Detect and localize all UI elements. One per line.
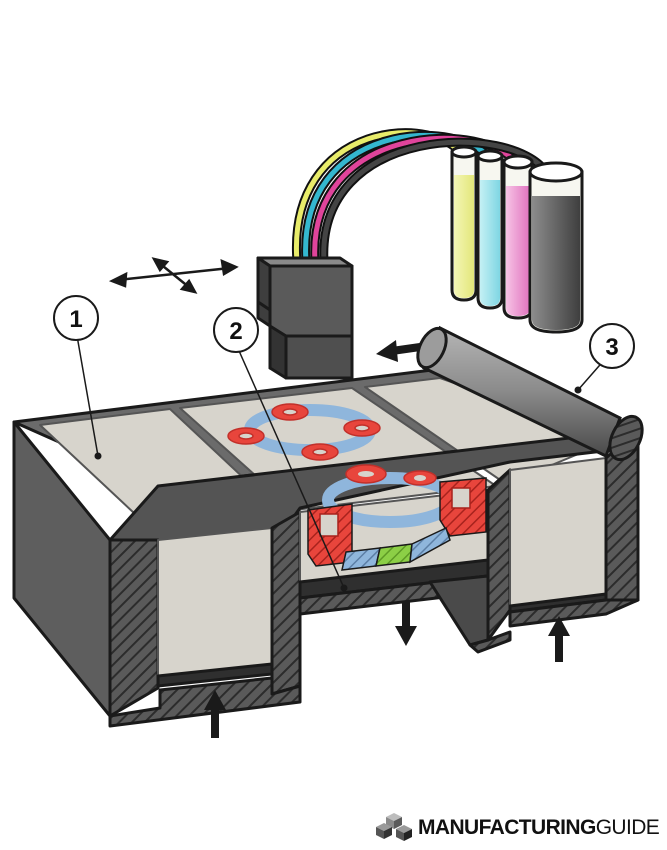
printed-part-in-build-chamber — [307, 464, 487, 571]
callout-1: 1 — [53, 295, 102, 460]
printed-part-top-layer — [227, 403, 381, 461]
callout-label-3: 3 — [605, 334, 618, 361]
feed-piston-right-up-arrow-icon — [548, 616, 570, 662]
callout-label-1: 1 — [69, 306, 82, 333]
cyan-ink-tank — [476, 149, 504, 310]
callout-2: 2 — [213, 307, 348, 592]
roller-direction-arrow-icon — [376, 340, 423, 362]
logo-text-bold: MANUFACTURING — [418, 816, 596, 839]
magenta-ink-tank — [502, 154, 534, 320]
powder-roller — [416, 325, 644, 462]
cubes-logo-icon — [376, 813, 412, 841]
callout-3: 3 — [574, 323, 635, 394]
black-ink-tank — [528, 161, 584, 334]
ink-tanks — [450, 145, 584, 334]
callout-label-2: 2 — [229, 318, 242, 345]
xy-movement-arrows-icon — [108, 257, 239, 294]
print-head — [256, 256, 354, 380]
yellow-ink-tank — [450, 145, 478, 302]
ink-tubes — [292, 128, 551, 267]
logo-text-light: GUIDE — [595, 816, 660, 839]
feed-piston-left-up-arrow-icon — [204, 690, 226, 738]
build-piston-down-arrow-icon — [395, 602, 417, 646]
